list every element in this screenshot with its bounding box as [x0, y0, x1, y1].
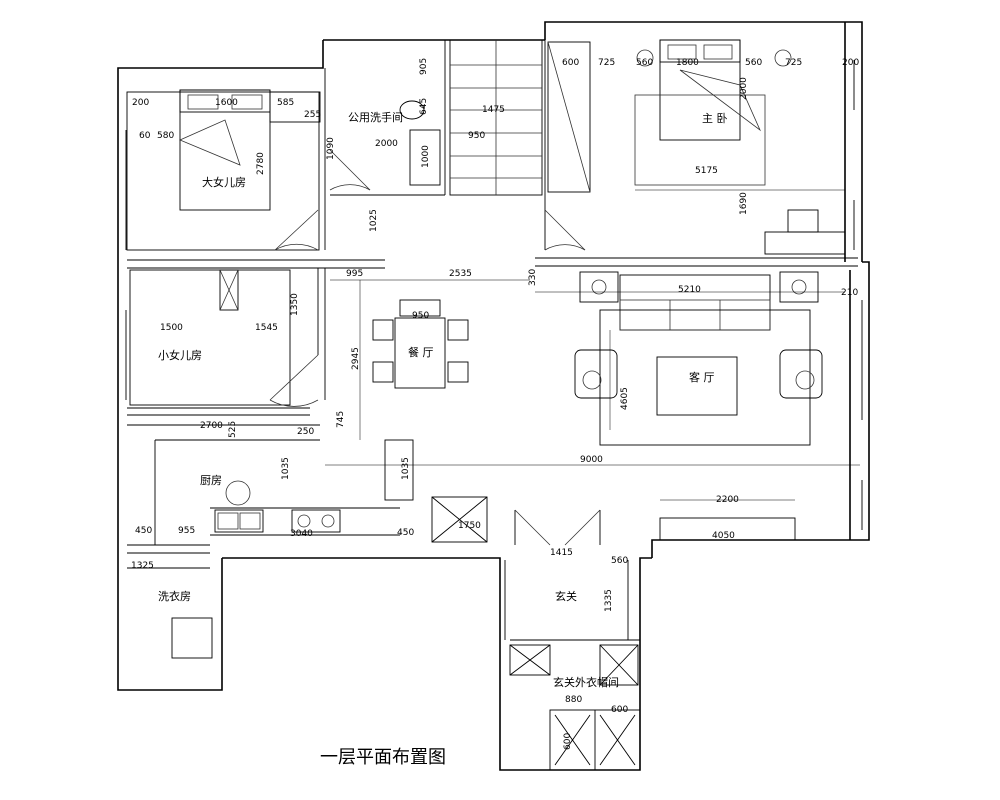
elder-daughter-bed [179, 89, 271, 211]
dim-label: 2535 [449, 269, 472, 279]
dim-label: 210 [841, 288, 858, 298]
room-label-public-bath: 公用洗手间 [348, 110, 403, 124]
dim-label: 585 [277, 98, 294, 108]
dim-label: 950 [468, 131, 485, 141]
furniture [129, 39, 846, 541]
dim-label: 995 [346, 269, 363, 279]
master-bed [659, 39, 741, 141]
dim-label: 580 [157, 131, 174, 141]
dim-label: 1475 [482, 105, 505, 115]
dim-label: 9000 [580, 455, 603, 465]
dim-label: 1350 [290, 293, 300, 316]
basin [409, 129, 441, 186]
dim-label: 560 [611, 556, 628, 566]
dim-label: 2945 [351, 347, 361, 370]
dim-label: 1800 [676, 58, 699, 68]
dim-label: 600 [611, 705, 628, 715]
dim-label: 725 [785, 58, 802, 68]
dim-label: 1335 [604, 589, 614, 612]
room-label-living: 客 厅 [689, 370, 715, 384]
toilet [399, 100, 425, 120]
dimension-lines [325, 189, 860, 501]
coffee-table [656, 356, 738, 416]
dim-label: 1545 [255, 323, 278, 333]
dim-label: 2700 [200, 421, 223, 431]
doors [269, 149, 586, 407]
dim-label: 905 [419, 58, 429, 75]
dim-label: 950 [412, 311, 429, 321]
tv-cabinet [659, 517, 796, 541]
dim-label: 1600 [215, 98, 238, 108]
dim-label: 1690 [739, 192, 749, 215]
dim-label: 1325 [131, 561, 154, 571]
dim-label: 200 [132, 98, 149, 108]
room-label-laundry: 洗衣房 [158, 589, 191, 603]
room-labels: 主 卧 公用洗手间 大女儿房 小女儿房 餐 厅 客 厅 厨房 洗衣房 玄关 玄关… [158, 110, 728, 689]
dim-label: 250 [297, 427, 314, 437]
sofa [619, 274, 771, 331]
dim-label: 600 [563, 733, 573, 750]
room-label-dining: 餐 厅 [408, 345, 434, 359]
dim-label: 1025 [369, 209, 379, 232]
dim-label: 1035 [401, 457, 411, 480]
dim-label: 3040 [290, 529, 313, 539]
dim-label: 955 [178, 526, 195, 536]
dim-label: 450 [397, 528, 414, 538]
dim-label: 1750 [458, 521, 481, 531]
dim-label: 2000 [375, 139, 398, 149]
dim-label: 60 [139, 131, 151, 141]
dim-label: 200 [842, 58, 859, 68]
dim-label: 4050 [712, 531, 735, 541]
dimension-text: 600 725 560 1800 560 725 200 2000 5175 1… [131, 58, 859, 750]
exterior-walls [117, 21, 870, 771]
dim-label: 645 [419, 98, 429, 115]
room-label-master: 主 卧 [702, 112, 728, 125]
room-label-foyer-closet: 玄关外衣帽间 [553, 675, 619, 689]
armchair-right [779, 349, 823, 399]
dim-label: 2200 [716, 495, 739, 505]
dim-label: 1500 [160, 323, 183, 333]
rug [599, 309, 811, 446]
younger-daughter-bed [129, 269, 291, 406]
dim-label: 880 [565, 695, 582, 705]
room-label-elder-daughter: 大女儿房 [202, 175, 246, 189]
dim-label: 255 [304, 110, 321, 120]
dim-label: 560 [636, 58, 653, 68]
dining-table [394, 317, 446, 389]
dim-label: 450 [135, 526, 152, 536]
dim-label: 1415 [550, 548, 573, 558]
room-label-kitchen: 厨房 [200, 474, 222, 487]
dim-label: 4605 [620, 387, 630, 410]
dim-label: 600 [562, 58, 579, 68]
dim-label: 2000 [739, 77, 749, 100]
dim-label: 5175 [695, 166, 718, 176]
room-label-foyer: 玄关 [555, 589, 577, 603]
drawing-title: 一层平面布置图 [320, 747, 446, 768]
kitchen-sink [214, 509, 264, 533]
stove [291, 509, 341, 533]
dim-label: 2780 [256, 152, 266, 175]
dim-label: 745 [336, 411, 346, 428]
dim-label: 1035 [281, 457, 291, 480]
dim-label: 330 [528, 269, 538, 286]
dim-label: 560 [745, 58, 762, 68]
interior-walls [126, 39, 858, 771]
dim-label: 5210 [678, 285, 701, 295]
armchair-left [574, 349, 618, 399]
dim-label: 1090 [326, 137, 336, 160]
dim-label: 1000 [421, 145, 431, 168]
room-label-younger-daughter: 小女儿房 [158, 348, 202, 362]
dim-label: 725 [598, 58, 615, 68]
dim-label: 525 [228, 421, 238, 438]
